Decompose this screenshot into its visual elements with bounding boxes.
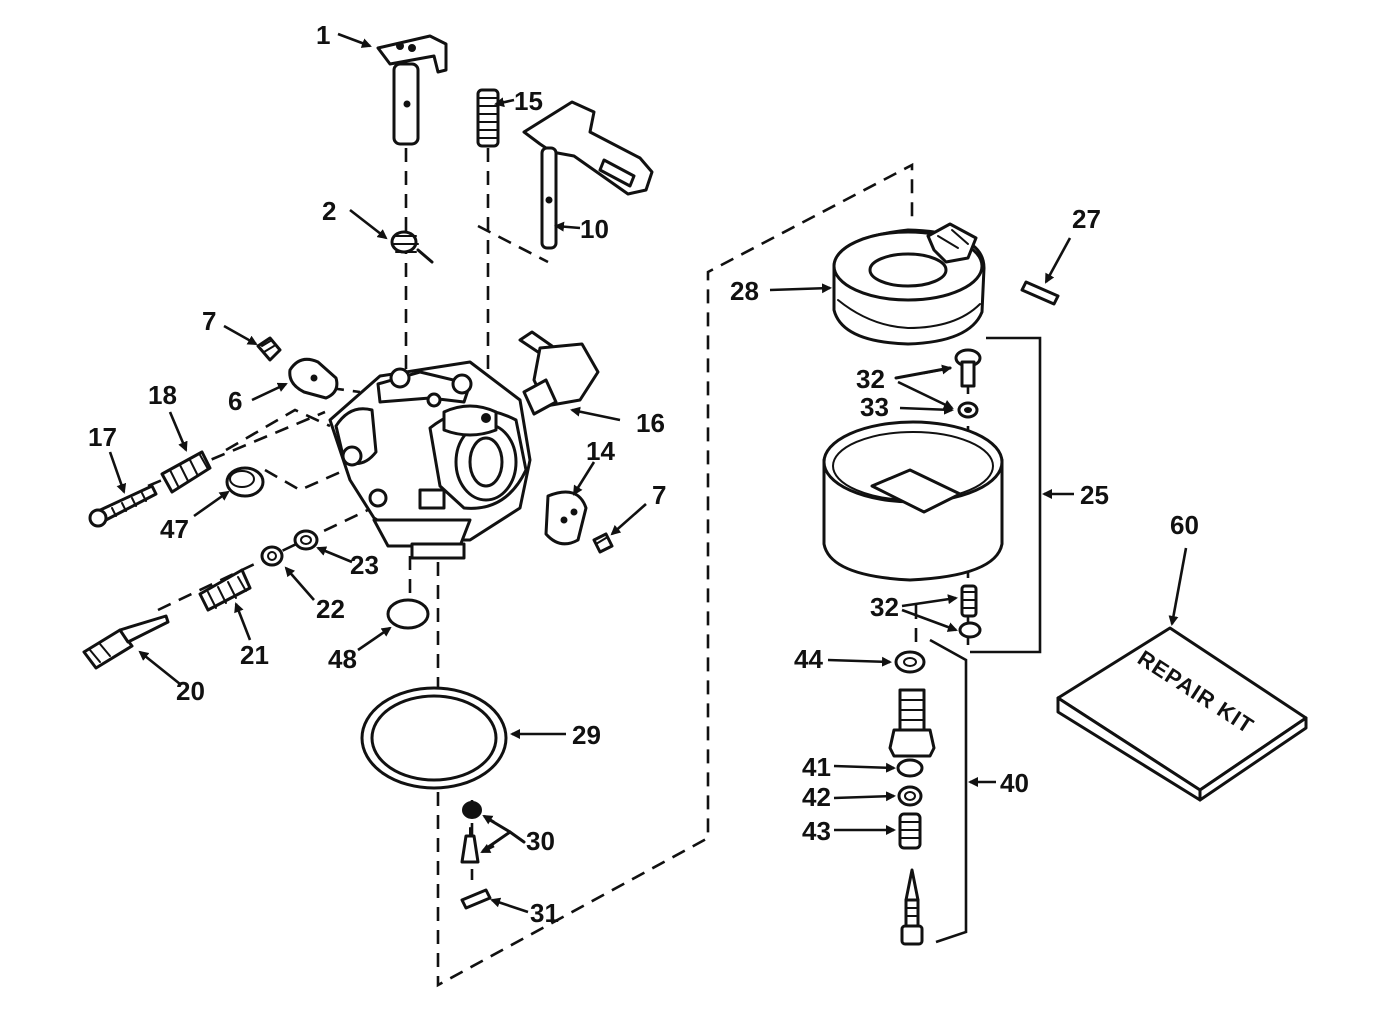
part-10-choke-shaft	[522, 100, 654, 250]
callout-44: 44	[794, 644, 823, 674]
part-29-gasket	[360, 686, 508, 790]
callout-32-lower: 32	[870, 592, 899, 622]
callout-23: 23	[350, 550, 379, 580]
part-30-needle-and-seat	[460, 801, 482, 864]
callout-30: 30	[526, 826, 555, 856]
callout-27: 27	[1072, 204, 1101, 234]
part-31-pin	[460, 888, 492, 910]
callout-1: 1	[316, 20, 330, 50]
part-44-washer	[894, 650, 926, 674]
part-16-fitting	[518, 330, 600, 416]
callout-7-lower: 7	[652, 480, 666, 510]
part-40-needle	[900, 868, 924, 946]
callout-10: 10	[580, 214, 609, 244]
callout-43: 43	[802, 816, 831, 846]
part-7-screw-lower	[592, 532, 614, 554]
callout-2: 2	[322, 196, 336, 226]
part-60-repair-kit-box: REPAIR KIT	[1056, 626, 1308, 802]
callout-labels: 1 2 15 10 7 6 16 18 17 47 14 7 23 22 21 …	[88, 20, 1199, 928]
bracket-25	[970, 336, 1074, 654]
part-47-cap	[225, 466, 265, 498]
part-20-needle	[82, 614, 170, 670]
callout-33: 33	[860, 392, 889, 422]
callout-40: 40	[1000, 768, 1029, 798]
part-23-washer	[293, 529, 319, 551]
callout-47: 47	[160, 514, 189, 544]
part-43-spring	[898, 812, 922, 850]
part-1-throttle-shaft	[376, 34, 448, 146]
part-17-screw	[88, 484, 158, 528]
part-32-screw-upper	[954, 348, 982, 388]
callout-48: 48	[328, 644, 357, 674]
part-28-float-bowl-gasket	[832, 222, 986, 346]
callout-42: 42	[802, 782, 831, 812]
carburetor-body	[328, 360, 532, 560]
callout-25: 25	[1080, 480, 1109, 510]
part-14-plate	[544, 490, 588, 546]
part-41-washer	[896, 758, 924, 778]
leader-arrows	[108, 32, 1188, 914]
bracket-40	[929, 638, 996, 944]
callout-32-upper: 32	[856, 364, 885, 394]
callout-28: 28	[730, 276, 759, 306]
part-32-spring-lower	[958, 584, 982, 639]
part-40-main-jet-fitting	[888, 688, 936, 758]
part-42-washer	[897, 785, 923, 807]
callout-15: 15	[514, 86, 543, 116]
callout-21: 21	[240, 640, 269, 670]
part-7-screw-upper	[256, 336, 282, 362]
part-33-washer	[957, 401, 979, 419]
part-48-plug	[386, 598, 430, 630]
callout-41: 41	[802, 752, 831, 782]
callout-14: 14	[586, 436, 615, 466]
callout-60: 60	[1170, 510, 1199, 540]
callout-18: 18	[148, 380, 177, 410]
callout-29: 29	[572, 720, 601, 750]
callout-20: 20	[176, 676, 205, 706]
callout-17: 17	[88, 422, 117, 452]
callout-31: 31	[530, 898, 559, 928]
part-25-float-bowl	[822, 420, 1004, 582]
part-18-spring	[160, 450, 212, 494]
callout-16: 16	[636, 408, 665, 438]
callout-6: 6	[228, 386, 242, 416]
part-15-stud-spring	[476, 88, 500, 148]
part-22-washer	[260, 545, 284, 567]
part-2-spring	[390, 230, 434, 264]
callout-7-upper: 7	[202, 306, 216, 336]
part-21-spring	[198, 568, 252, 612]
part-27-pin	[1020, 280, 1060, 306]
part-6-plate	[288, 357, 339, 400]
callout-22: 22	[316, 594, 345, 624]
